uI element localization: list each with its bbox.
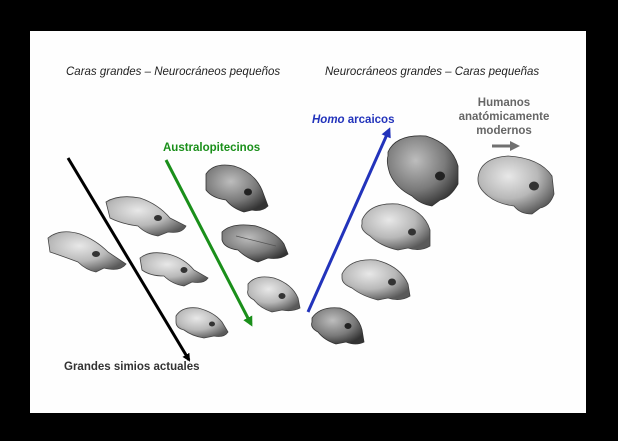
label-australopitecinos: Australopitecinos <box>163 142 261 154</box>
great-apes-arrow <box>66 157 191 362</box>
label-humanos-modernos: Humanos anatómicamente modernos <box>458 96 550 138</box>
label-grandes-simios: Grandes simios actuales <box>64 361 200 373</box>
australopithecine-skull-1 <box>205 164 269 213</box>
label-homo-italic: Homo <box>312 114 345 126</box>
great-ape-skull-3 <box>139 252 209 287</box>
label-humanos-line3: modernos <box>476 125 532 137</box>
archaic-homo-arrow <box>306 127 391 313</box>
australopithecine-arrow <box>164 159 253 327</box>
label-humanos-line2: anatómicamente <box>458 111 550 123</box>
great-ape-skull-2 <box>105 196 187 237</box>
label-humanos-line1: Humanos <box>477 97 531 109</box>
australopithecine-skull-2 <box>221 224 289 263</box>
archaic-homo-skull-4 <box>386 135 459 207</box>
label-homo-arcaicos: Homo arcaicos <box>312 114 394 126</box>
great-ape-skull-4 <box>175 307 229 339</box>
great-ape-skull-1 <box>47 231 127 273</box>
header-right: Neurocráneos grandes – Caras pequeñas <box>325 66 540 78</box>
header-left: Caras grandes – Neurocráneos pequeños <box>66 66 281 78</box>
archaic-homo-skull-2 <box>341 259 411 301</box>
modern-human-skull <box>477 155 555 215</box>
label-arcaicos: arcaicos <box>344 114 395 126</box>
archaic-homo-skull-3 <box>361 203 431 251</box>
archaic-homo-skull-1 <box>311 307 365 345</box>
australopithecine-skull-3 <box>247 276 301 313</box>
